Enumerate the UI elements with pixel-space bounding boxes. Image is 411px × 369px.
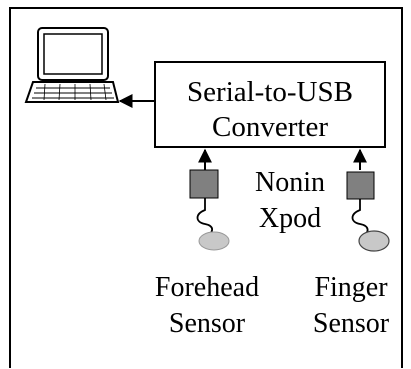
laptop-icon	[24, 27, 120, 103]
converter-box	[154, 61, 386, 148]
left-cable	[196, 198, 214, 237]
forehead-sensor-icon	[198, 231, 230, 251]
forehead-sensor-label-line2: Sensor	[169, 308, 246, 339]
left-pod	[189, 169, 219, 199]
right-pod	[346, 171, 375, 200]
finger-sensor-icon	[358, 230, 390, 252]
converter-label-line2: Converter	[212, 111, 328, 143]
right-cable	[351, 199, 369, 238]
finger-sensor-label-line1: Finger	[314, 272, 388, 303]
pod-label-line2: Xpod	[259, 203, 321, 234]
outer-frame	[9, 7, 403, 368]
converter-label-line1: Serial-to-USB	[187, 76, 353, 108]
forehead-sensor-label-line1: Forehead	[155, 272, 259, 303]
finger-sensor-label-line2: Sensor	[313, 308, 390, 339]
pod-label-line1: Nonin	[255, 167, 325, 198]
